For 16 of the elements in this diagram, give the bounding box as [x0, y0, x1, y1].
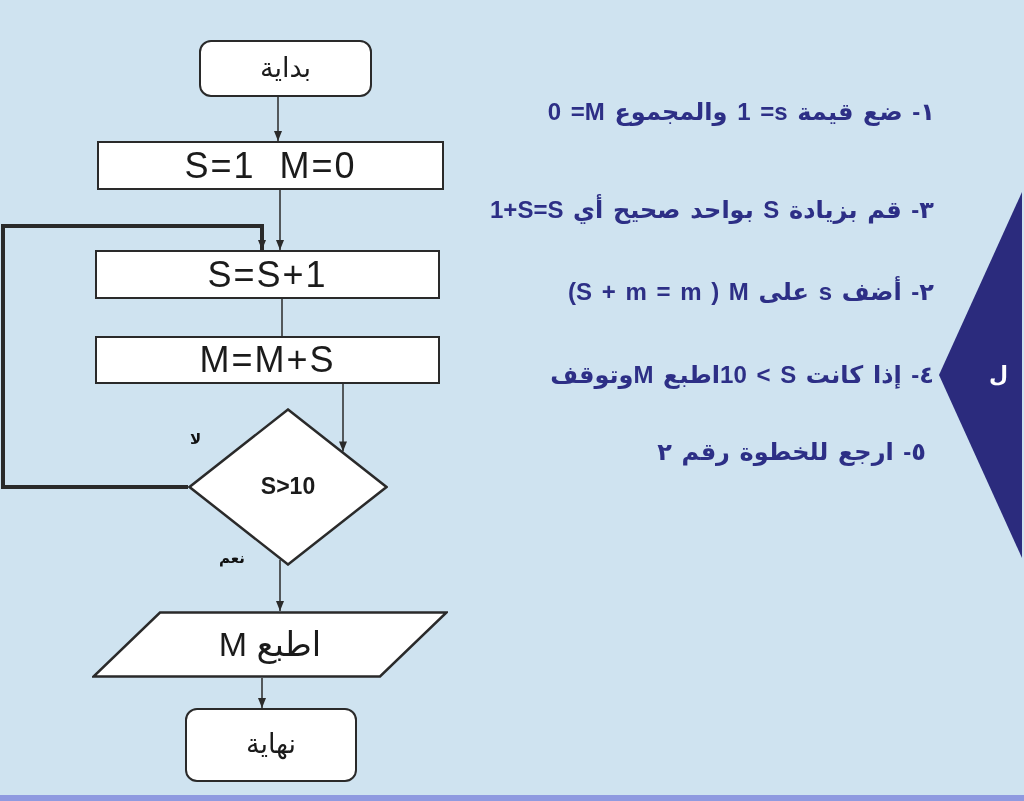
arrow [339, 383, 347, 453]
connector-line [281, 298, 283, 337]
process-box: S=1 M=0 [97, 141, 444, 190]
arrow [258, 677, 266, 709]
terminal-box: بداية [199, 40, 372, 97]
diamond-shape: ل [939, 192, 1022, 558]
process-box: M=M+S [95, 336, 440, 384]
edge-label: نعم [219, 549, 245, 567]
arrow [276, 189, 284, 251]
terminal-box: نهاية [185, 708, 357, 782]
process-box: S=S+1 [95, 250, 440, 299]
edge-label: لا [190, 430, 202, 448]
arrow [274, 96, 282, 142]
step-text: ٥- ارجع للخطوة رقم ٢ [657, 437, 926, 468]
arrow [276, 558, 284, 612]
arrow [1, 224, 266, 489]
